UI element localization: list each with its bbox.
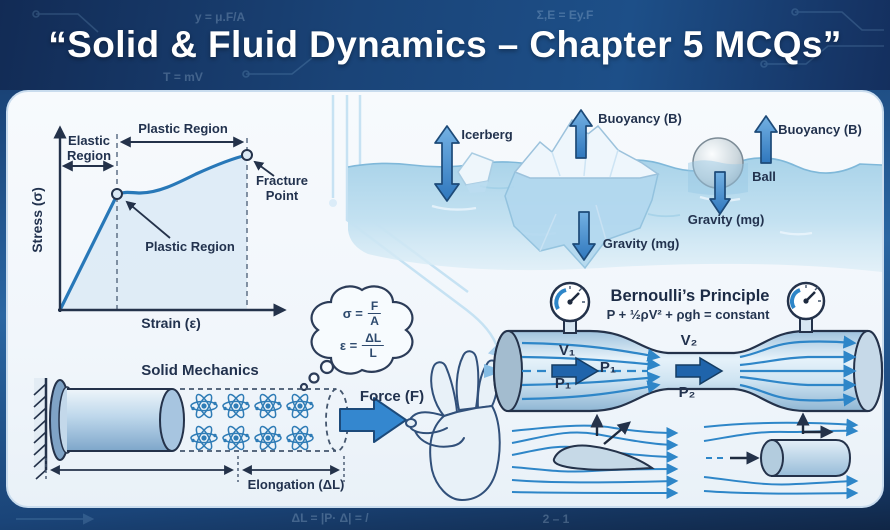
p1-mid-label: P₁	[599, 359, 617, 376]
p1-low-label: P₁	[554, 375, 572, 392]
footer-formula-2: 2 – 1	[542, 512, 570, 526]
ball-label: Ball	[752, 169, 776, 184]
buoyancy-top-label: Buoyancy (B)	[598, 111, 682, 126]
strain-formula-lhs: ε =	[339, 338, 358, 353]
banner-formula-2: Σ,E = Ey.F	[536, 8, 594, 22]
banner-formula-3: T = mV	[163, 70, 203, 84]
elongation-label: Elongation (ΔL)	[247, 477, 345, 492]
strain-formula-num: ΔL	[362, 332, 385, 346]
page-title: “Solid & Fluid Dynamics – Chapter 5 MCQs…	[48, 24, 842, 65]
v1-label: V₁	[558, 342, 576, 359]
banner-formula-1: y = μ.F/A	[194, 10, 246, 24]
footer-formula-1: ΔL = |P· Δ| = /	[291, 511, 369, 525]
strain-axis-label: Strain (ε)	[141, 315, 201, 331]
stress-formula-den: A	[370, 314, 379, 328]
bernoulli-title: Bernoulli’s Principle	[610, 287, 770, 305]
p2-label: P₂	[678, 384, 696, 401]
iceberg-label: Icerberg	[461, 127, 513, 142]
v2-label: V₂	[680, 332, 698, 349]
buoyancy-right-label: Buoyancy (B)	[778, 122, 862, 137]
bernoulli-equation: P + ½ρV² + ρgh = constant	[606, 307, 770, 322]
stress-axis-label: Stress (σ)	[29, 187, 46, 253]
gravity-ball-label: Gravity (mg)	[687, 212, 765, 227]
solid-mechanics-title: Solid Mechanics	[141, 362, 259, 379]
plastic-region-top-label: Plastic Region	[138, 121, 228, 136]
title-banner	[0, 0, 890, 90]
plastic-region-annotation-label: Plastic Region	[145, 239, 235, 254]
stress-formula-lhs: σ =	[342, 306, 363, 321]
fracture-point-label: Fracture Point	[255, 173, 309, 203]
gravity-bottom-label: Gravity (mg)	[602, 236, 680, 251]
force-label: Force (F)	[359, 388, 425, 405]
elastic-region-label: Elastic Region	[66, 133, 112, 163]
strain-formula-den: L	[369, 346, 377, 360]
stress-formula-num: F	[367, 300, 382, 314]
